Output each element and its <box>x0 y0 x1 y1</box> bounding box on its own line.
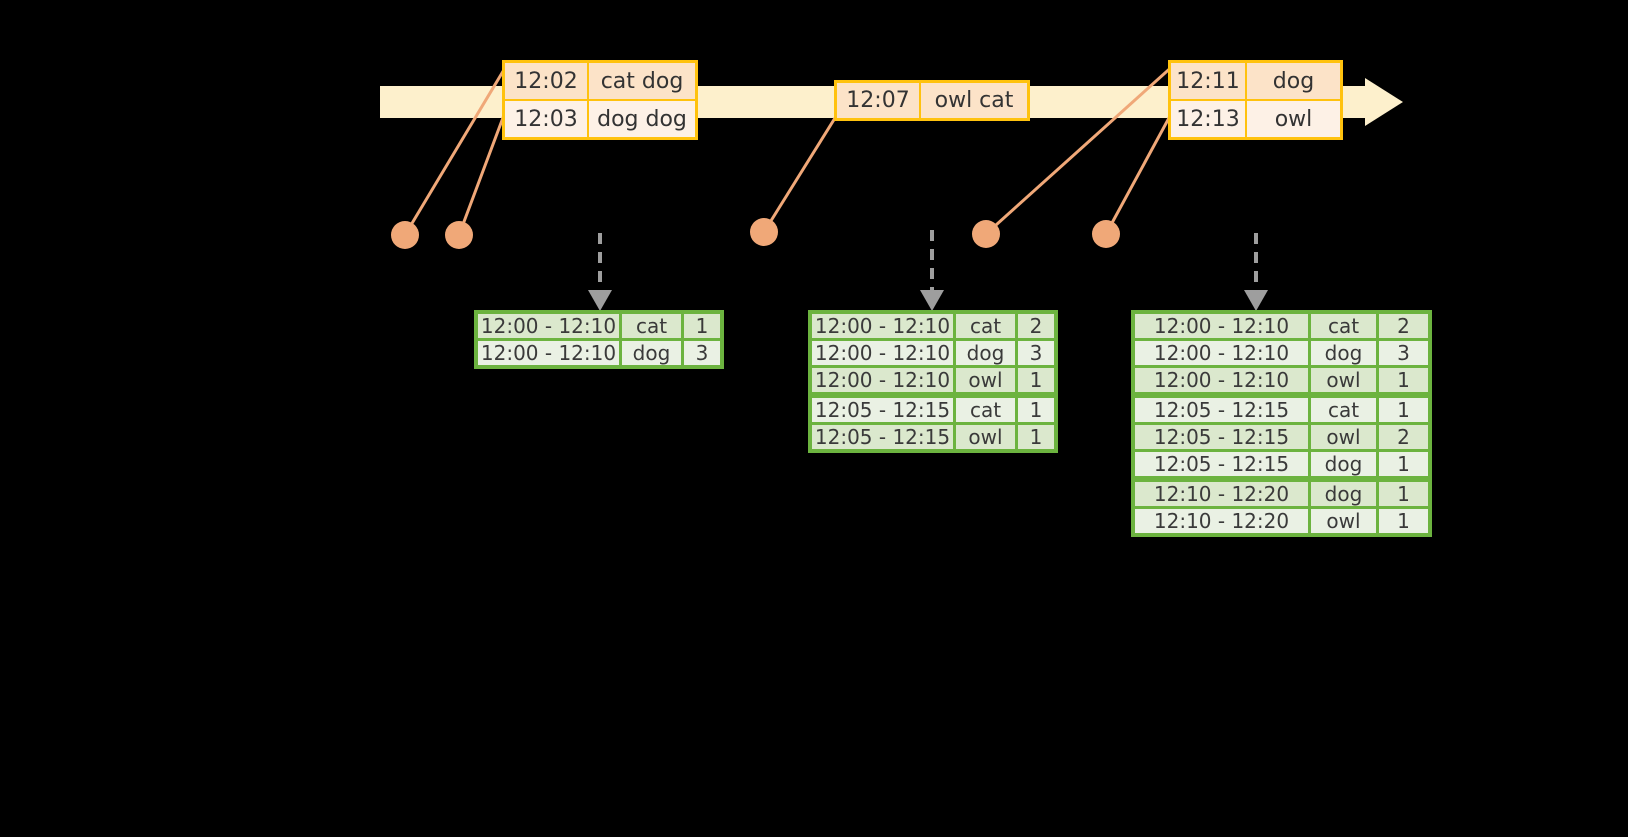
event-words: cat dog <box>589 63 695 99</box>
cell-key: cat <box>956 398 1018 425</box>
cell-key: cat <box>1311 314 1379 341</box>
event-time: 12:11 <box>1171 63 1247 99</box>
event-row[interactable]: 12:11 dog <box>1171 63 1340 99</box>
event-group-3[interactable]: 12:11 dog 12:13 owl <box>1168 60 1343 140</box>
state-arrow-group <box>598 230 1258 290</box>
event-group-2[interactable]: 12:07 owl cat <box>834 80 1030 121</box>
connector-line-5 <box>1104 104 1178 235</box>
event-words: owl <box>1247 101 1340 137</box>
cell-count: 1 <box>1018 425 1054 449</box>
event-time: 12:07 <box>837 83 921 118</box>
connector-line-3 <box>762 109 842 233</box>
cell-window: 12:00 - 12:10 <box>812 368 956 398</box>
cell-count: 1 <box>684 314 720 341</box>
timeline-arrowhead <box>1365 78 1403 126</box>
cell-key: owl <box>1311 509 1379 533</box>
cell-count: 1 <box>1379 452 1428 482</box>
cell-window: 12:10 - 12:20 <box>1135 509 1311 533</box>
cell-key: owl <box>1311 368 1379 398</box>
event-row[interactable]: 12:02 cat dog <box>505 63 695 99</box>
cell-window: 12:00 - 12:10 <box>1135 314 1311 341</box>
state-arrowhead-group <box>588 290 1268 311</box>
event-time: 12:13 <box>1171 101 1247 137</box>
cell-key: owl <box>956 425 1018 449</box>
cell-key: cat <box>622 314 684 341</box>
cell-count: 1 <box>1379 398 1428 425</box>
cell-window: 12:00 - 12:10 <box>1135 368 1311 398</box>
cell-key: dog <box>1311 452 1379 482</box>
event-group-1[interactable]: 12:02 cat dog 12:03 dog dog <box>502 60 698 140</box>
cell-window: 12:05 - 12:15 <box>812 425 956 449</box>
connector-dot-4 <box>972 220 1000 248</box>
event-words: dog dog <box>589 101 695 137</box>
event-words: dog <box>1247 63 1340 99</box>
cell-window: 12:00 - 12:10 <box>812 341 956 368</box>
event-row[interactable]: 12:03 dog dog <box>505 99 695 137</box>
cell-count: 2 <box>1379 314 1428 341</box>
event-time: 12:02 <box>505 63 589 99</box>
cell-count: 1 <box>1018 368 1054 398</box>
cell-window: 12:10 - 12:20 <box>1135 482 1311 509</box>
cell-count: 1 <box>1018 398 1054 425</box>
cell-window: 12:00 - 12:10 <box>812 314 956 341</box>
connector-dot-3 <box>750 218 778 246</box>
event-row[interactable]: 12:13 owl <box>1171 99 1340 137</box>
cell-count: 3 <box>1018 341 1054 368</box>
connector-line-2 <box>457 106 509 236</box>
cell-window: 12:05 - 12:15 <box>1135 398 1311 425</box>
cell-count: 3 <box>684 341 720 365</box>
cell-key: cat <box>956 314 1018 341</box>
cell-key: dog <box>1311 341 1379 368</box>
cell-key: dog <box>1311 482 1379 509</box>
cell-key: dog <box>622 341 684 365</box>
cell-window: 12:05 - 12:15 <box>1135 425 1311 452</box>
cell-count: 2 <box>1379 425 1428 452</box>
event-row[interactable]: 12:07 owl cat <box>837 83 1027 118</box>
connector-dot-5 <box>1092 220 1120 248</box>
cell-count: 1 <box>1379 509 1428 533</box>
connector-dot-1 <box>391 221 419 249</box>
cell-key: dog <box>956 341 1018 368</box>
cell-window: 12:00 - 12:10 <box>1135 341 1311 368</box>
cell-key: cat <box>1311 398 1379 425</box>
cell-window: 12:05 - 12:15 <box>812 398 956 425</box>
state-arrowhead-2 <box>920 290 944 311</box>
cell-window: 12:00 - 12:10 <box>478 341 622 365</box>
cell-key: owl <box>1311 425 1379 452</box>
connector-dot-2 <box>445 221 473 249</box>
cell-window: 12:00 - 12:10 <box>478 314 622 341</box>
cell-count: 2 <box>1018 314 1054 341</box>
event-words: owl cat <box>921 83 1027 118</box>
cell-count: 1 <box>1379 482 1428 509</box>
state-arrowhead-1 <box>588 290 612 311</box>
cell-count: 1 <box>1379 368 1428 398</box>
state-arrowhead-3 <box>1244 290 1268 311</box>
cell-key: owl <box>956 368 1018 398</box>
event-time: 12:03 <box>505 101 589 137</box>
cell-count: 3 <box>1379 341 1428 368</box>
cell-window: 12:05 - 12:15 <box>1135 452 1311 482</box>
